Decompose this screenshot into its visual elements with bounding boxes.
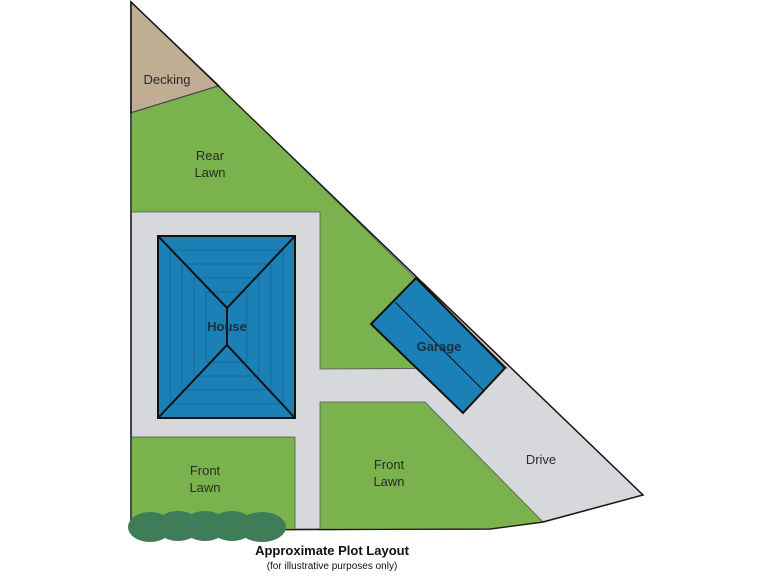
garage-label: Garage [417,339,462,354]
boundary-line [130,0,645,531]
front-lawn-left-label-1: Front [190,463,221,478]
front-lawn-left-label-2: Lawn [189,480,220,495]
caption-title: Approximate Plot Layout [255,543,410,558]
decking-label: Decking [144,72,191,87]
rear-lawn-label-2: Lawn [194,165,225,180]
front-lawn-right-label-2: Lawn [373,474,404,489]
garage-roof [369,276,507,415]
hedge-bushes [128,511,286,542]
rear-lawn-label-1: Rear [196,148,225,163]
house-roof [157,235,296,419]
drive-label: Drive [526,452,556,467]
front-lawn-right-label-1: Front [374,457,405,472]
caption-subtitle: (for illustrative purposes only) [267,561,398,572]
house-label: House [207,319,247,334]
